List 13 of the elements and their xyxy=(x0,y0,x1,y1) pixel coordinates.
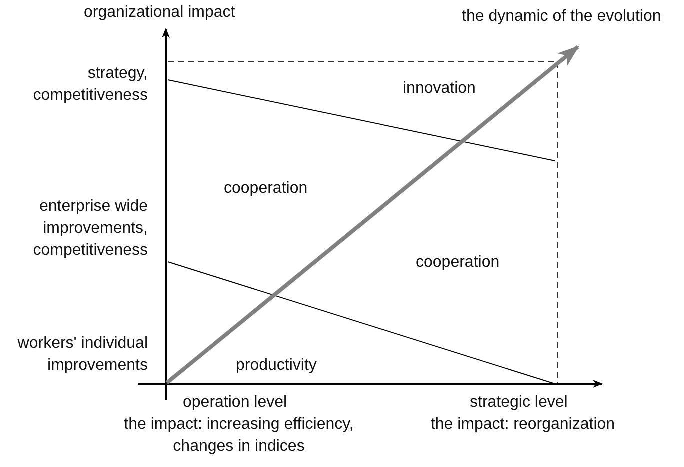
axis-tick-label: strategy, competitiveness xyxy=(33,65,148,104)
axis-note: the impact: reorganization xyxy=(430,416,616,433)
axis-tick-label: enterprise wide improvements, competitiveness xyxy=(33,198,148,259)
axis-note: the impact: increasing efficiency, changes in indices xyxy=(124,416,354,455)
arrow-label: the dynamic of the evolution xyxy=(462,8,662,25)
axis-label: organizational impact xyxy=(84,4,236,21)
axis-tick-label: operation level xyxy=(183,394,288,411)
axis-tick-label: workers' individual improvements xyxy=(18,335,148,374)
region-label: innovation xyxy=(403,80,476,97)
axis-tick-label: strategic level xyxy=(470,394,568,411)
region-label: cooperation xyxy=(224,180,308,197)
region-label: cooperation xyxy=(416,254,500,271)
region-label: productivity xyxy=(236,357,317,374)
